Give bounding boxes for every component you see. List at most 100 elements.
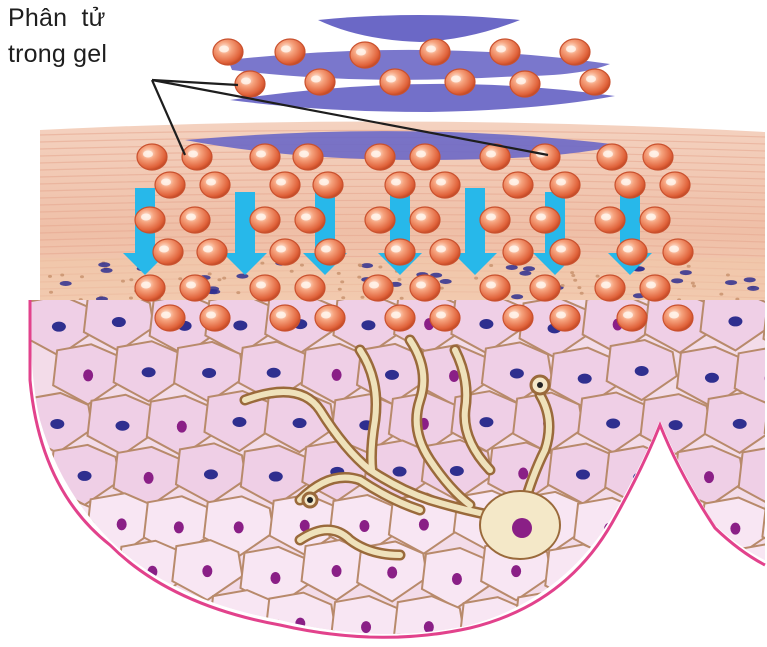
cell-nucleus	[641, 566, 651, 578]
molecule-icon	[155, 172, 185, 198]
cell-nucleus	[115, 421, 129, 431]
cell-nucleus	[578, 374, 592, 384]
molecule-icon	[615, 172, 645, 198]
cell-nucleus	[450, 466, 464, 476]
cell-nucleus	[233, 320, 247, 330]
molecule-icon	[315, 239, 345, 265]
molecule-icon	[295, 275, 325, 301]
molecule-icon	[643, 144, 673, 170]
cell-nucleus	[452, 573, 462, 585]
molecule-icon	[530, 207, 560, 233]
gel-arc	[318, 15, 520, 42]
cell-nucleus	[269, 472, 283, 482]
molecule-icon	[385, 305, 415, 331]
molecule-icon	[660, 172, 690, 198]
molecule-icon	[135, 275, 165, 301]
skin-cell	[25, 496, 95, 556]
skin-cell	[611, 541, 681, 601]
molecule-icon	[363, 275, 393, 301]
cell-nucleus	[387, 566, 397, 578]
molecule-icon	[430, 239, 460, 265]
cell-nucleus	[112, 317, 126, 327]
molecule-icon	[385, 172, 415, 198]
molecule-icon	[182, 144, 212, 170]
molecule-icon	[365, 207, 395, 233]
cell-nucleus	[510, 368, 524, 378]
molecule-icon	[200, 172, 230, 198]
molecule-icon	[430, 172, 460, 198]
molecule-icon	[510, 71, 540, 97]
cell-nucleus	[674, 618, 684, 630]
molecule-icon	[595, 275, 625, 301]
molecule-icon	[385, 239, 415, 265]
molecule-icon	[137, 144, 167, 170]
molecule-icon	[235, 71, 265, 97]
molecule-icon	[250, 144, 280, 170]
cell-nucleus	[144, 472, 154, 484]
molecule-icon	[197, 239, 227, 265]
molecule-icon	[270, 305, 300, 331]
cell-nucleus	[449, 370, 459, 382]
cell-nucleus	[234, 521, 244, 533]
cell-nucleus	[576, 470, 590, 480]
cell-nucleus	[479, 319, 493, 329]
skin-cell	[670, 544, 740, 604]
cell-nucleus	[732, 617, 742, 629]
molecule-icon	[480, 275, 510, 301]
cell-nucleus	[361, 621, 371, 633]
molecule-icon	[530, 144, 560, 170]
molecule-icon	[597, 144, 627, 170]
cell-nucleus	[117, 518, 127, 530]
molecule-icon	[213, 39, 243, 65]
cell-nucleus	[672, 517, 682, 529]
cell-nucleus	[202, 368, 216, 378]
molecule-icon	[410, 275, 440, 301]
cell-nucleus	[511, 565, 521, 577]
cell-nucleus	[55, 521, 65, 533]
cell-nucleus	[83, 369, 93, 381]
molecule-icon	[350, 42, 380, 68]
molecule-icon	[503, 239, 533, 265]
molecule-icon	[640, 275, 670, 301]
skin-cell	[763, 597, 767, 647]
cell-nucleus	[361, 320, 375, 330]
molecule-icon	[293, 144, 323, 170]
molecule-icon	[155, 305, 185, 331]
cell-nucleus	[78, 471, 92, 481]
cell-nucleus	[52, 322, 66, 332]
cell-nucleus	[53, 621, 63, 633]
cell-nucleus	[385, 370, 399, 380]
cell-nucleus	[669, 420, 683, 430]
cell-nucleus	[293, 418, 307, 428]
skin-cell	[642, 492, 712, 552]
molecule-icon	[560, 39, 590, 65]
skin-cell	[545, 545, 615, 605]
molecule-icon	[275, 39, 305, 65]
cell-nucleus	[635, 366, 649, 376]
cell-nucleus	[544, 616, 554, 628]
molecule-icon	[313, 172, 343, 198]
molecule-icon	[315, 305, 345, 331]
cell-nucleus	[518, 468, 528, 480]
molecule-icon	[617, 239, 647, 265]
cell-nucleus	[760, 569, 767, 581]
cell-nucleus	[728, 316, 742, 326]
skin-cell	[702, 592, 767, 647]
molecule-icon	[180, 207, 210, 233]
cell-nucleus	[700, 569, 710, 581]
cell-nucleus	[117, 617, 127, 629]
cell-nucleus	[267, 368, 281, 378]
molecule-icon	[180, 275, 210, 301]
molecule-icon	[595, 207, 625, 233]
cell-tissue	[22, 290, 767, 647]
molecule-icon	[270, 172, 300, 198]
cell-nucleus	[179, 620, 189, 632]
cell-nucleus	[177, 421, 187, 433]
cell-nucleus	[359, 520, 369, 532]
molecule-icon	[250, 275, 280, 301]
molecule-icon	[640, 207, 670, 233]
cell-nucleus	[332, 565, 342, 577]
skin-cell	[149, 595, 219, 647]
